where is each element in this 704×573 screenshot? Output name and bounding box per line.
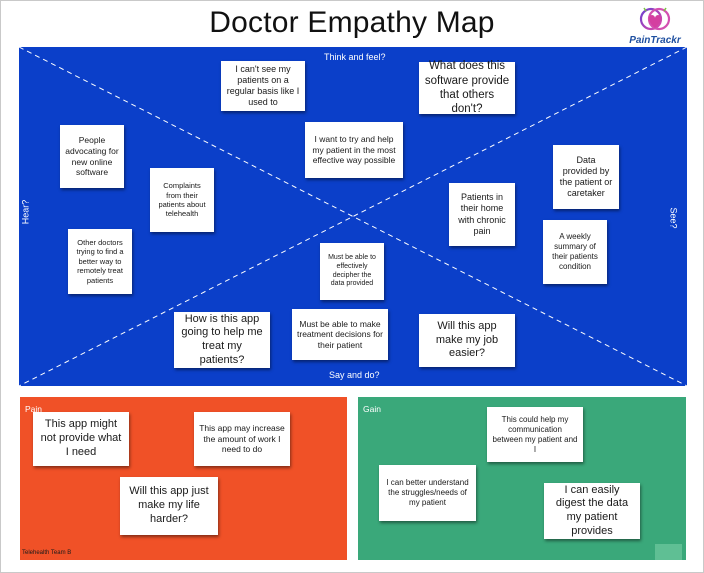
sticky-note[interactable]: Must be able to make treatment decisions… [292, 309, 388, 360]
sticky-note[interactable]: Data provided by the patient or caretake… [553, 145, 619, 209]
team-label: Telehealth Team B [22, 550, 72, 556]
pain-panel: Pain This app might not provide what I n… [20, 397, 347, 560]
axis-label-see: See? [668, 207, 679, 229]
sticky-note[interactable]: Will this app just make my life harder? [120, 477, 218, 535]
sticky-note[interactable]: I can easily digest the data my patient … [544, 483, 640, 539]
gain-label: Gain [363, 404, 381, 414]
sticky-note[interactable]: I can better understand the struggles/ne… [379, 465, 476, 521]
page-title: Doctor Empathy Map [209, 6, 495, 39]
paintrackr-logo: PainTrackr [620, 4, 690, 48]
sticky-note[interactable]: Will this app make my job easier? [419, 314, 515, 367]
sticky-note[interactable]: A weekly summary of their patients condi… [543, 220, 607, 284]
pain-label: Pain [25, 404, 43, 414]
axis-label-think-feel: Think and feel? [324, 52, 386, 62]
diagonal-dividers [19, 47, 687, 386]
sticky-note[interactable]: How is this app going to help me treat m… [174, 312, 270, 368]
sticky-note[interactable]: I want to try and help my patient in the… [305, 122, 403, 178]
sticky-note[interactable]: This app may increase the amount of work… [194, 412, 290, 466]
sticky-note[interactable]: People advocating for new online softwar… [60, 125, 124, 188]
gain-panel: Gain This could help my communication be… [358, 397, 686, 560]
sticky-note[interactable]: Other doctors trying to find a better wa… [68, 229, 132, 294]
sticky-note[interactable]: Must be able to effectively decipher the… [320, 243, 384, 300]
sticky-note[interactable]: This could help my communication between… [487, 407, 583, 462]
heart-logo-icon [639, 7, 671, 31]
axis-label-hear: Hear? [20, 199, 31, 225]
sticky-note[interactable]: This app might not provide what I need [33, 412, 129, 466]
sticky-note[interactable]: Complaints from their patients about tel… [150, 168, 214, 232]
sticky-note[interactable]: What does this software provide that oth… [419, 60, 515, 115]
empathy-map-board: Think and feel? Say and do? Hear? See? I… [19, 47, 687, 386]
axis-label-say-do: Say and do? [329, 370, 380, 380]
sticky-note[interactable]: Patients in their home with chronic pain [449, 183, 515, 246]
logo-text: PainTrackr [629, 35, 681, 46]
sticky-note[interactable]: I can't see my patients on a regular bas… [221, 61, 305, 111]
corner-square [655, 544, 682, 560]
